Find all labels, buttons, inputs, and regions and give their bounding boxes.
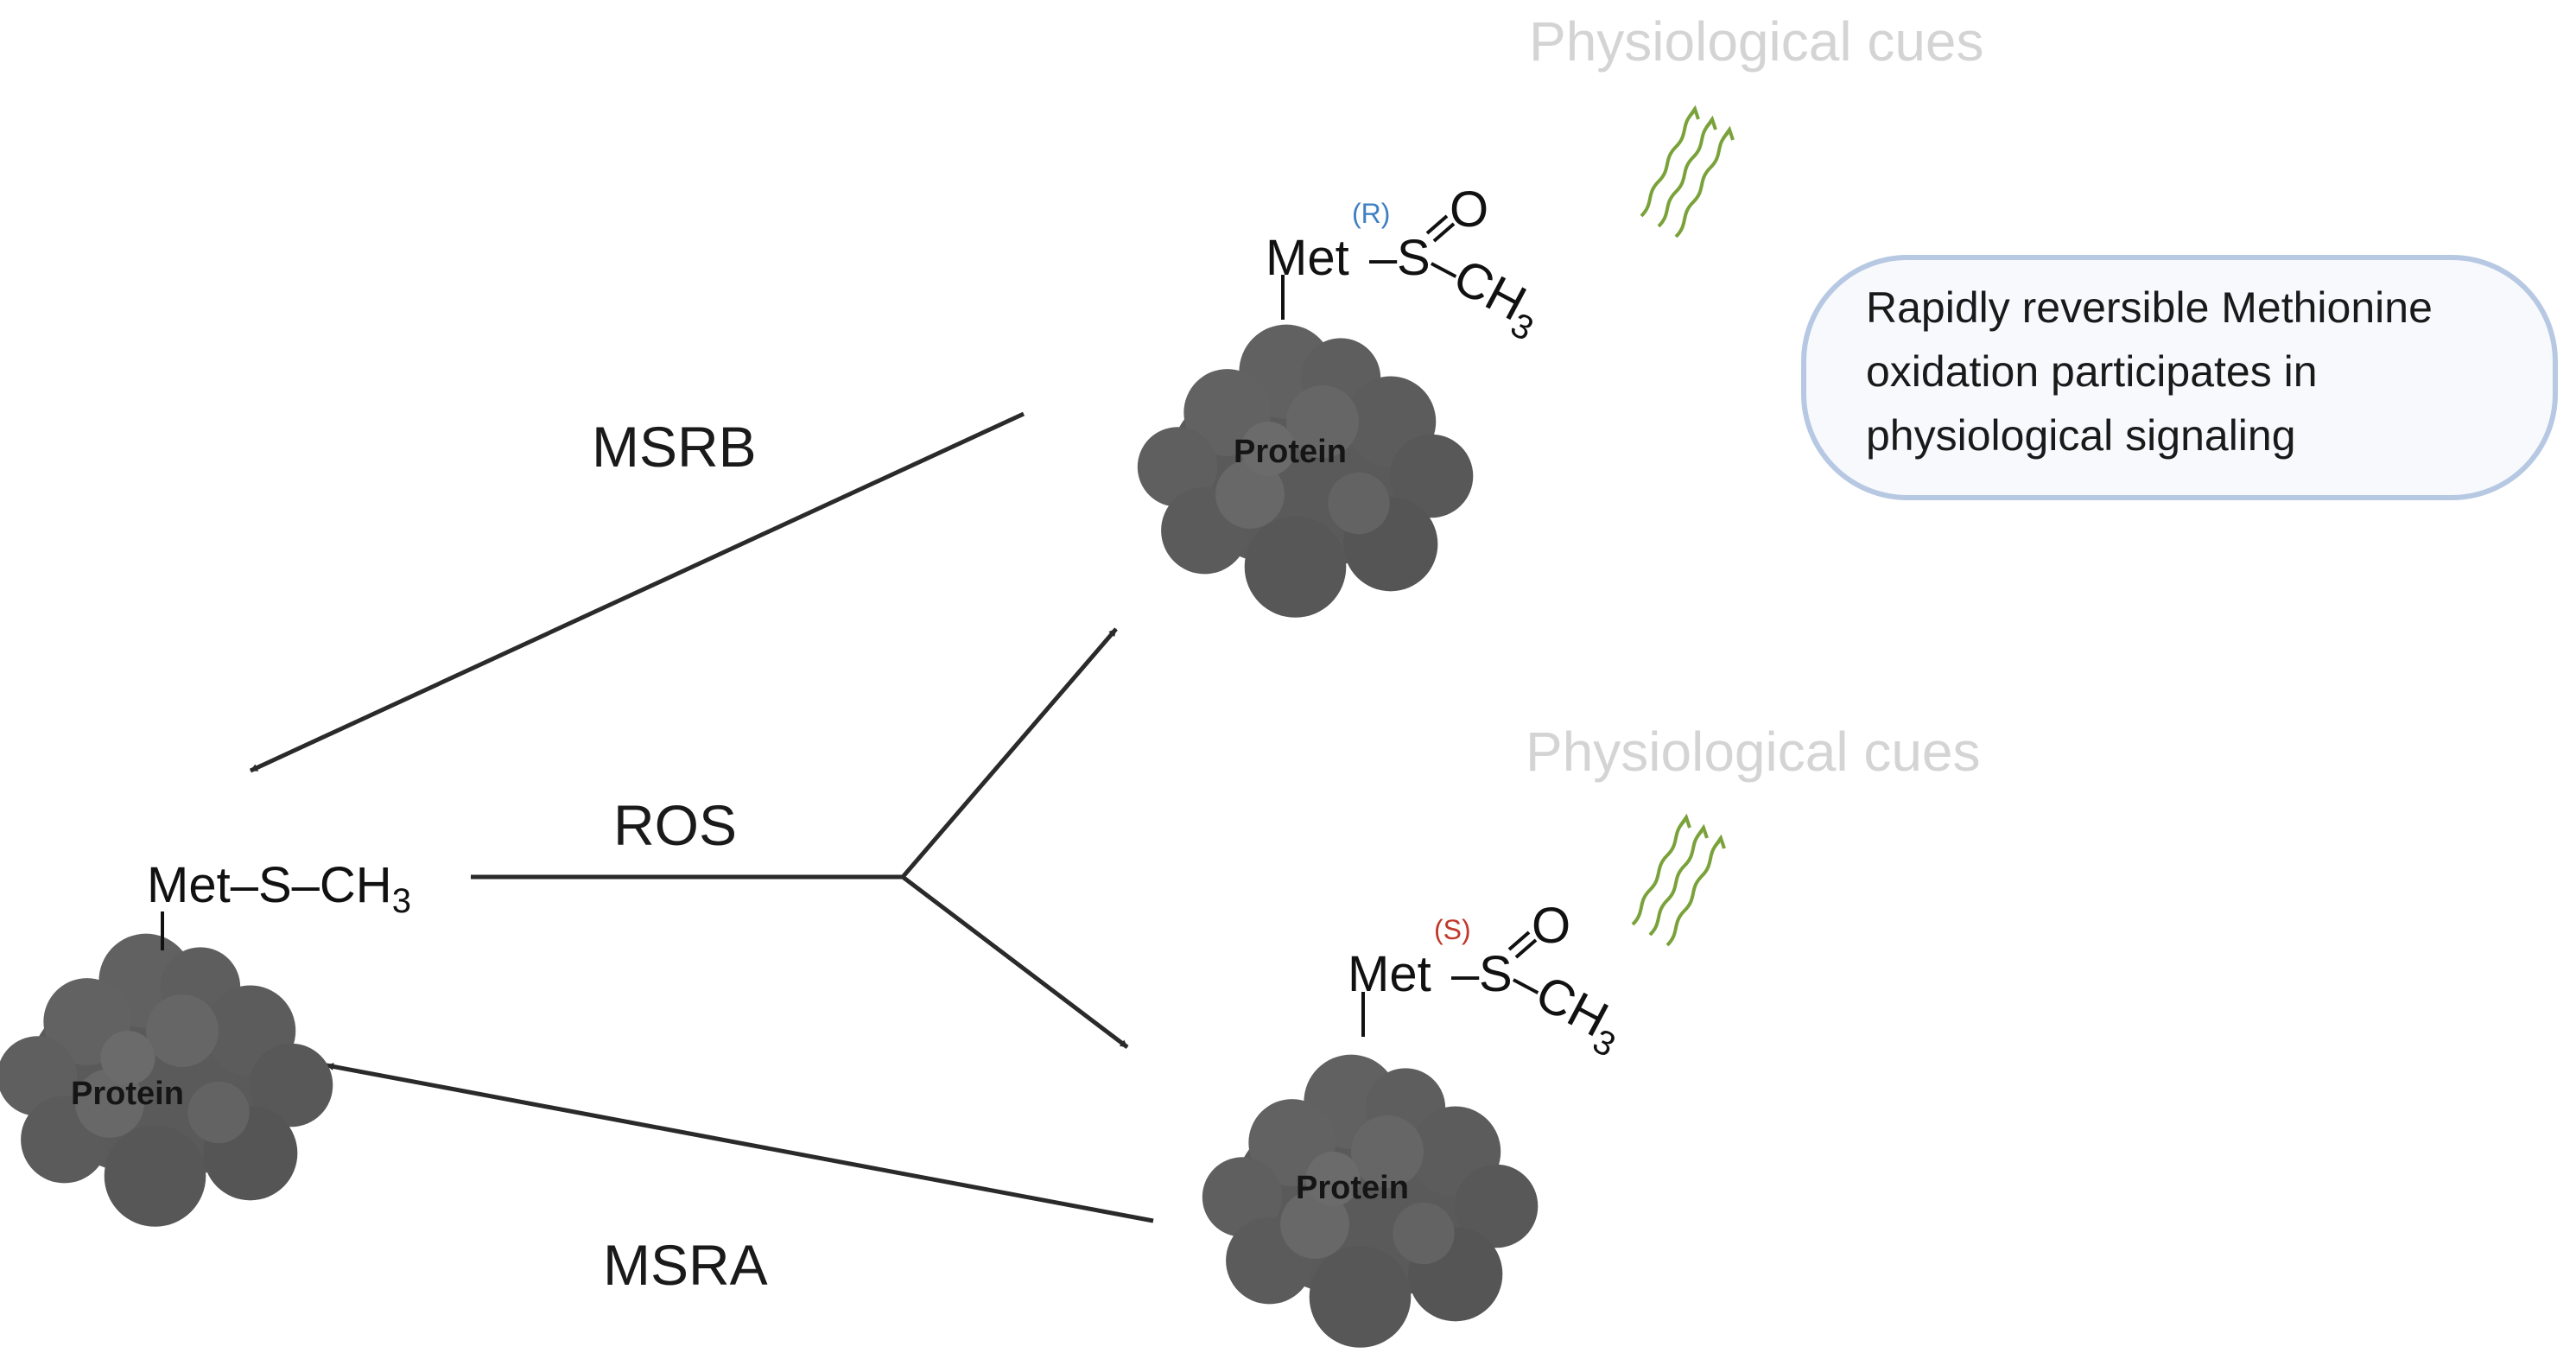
ros-label: ROS <box>613 793 737 857</box>
met-r-label: Met <box>1266 230 1349 286</box>
s-configuration-label: (S) <box>1434 914 1471 945</box>
msrb-label: MSRB <box>592 415 757 479</box>
reduced-methionine-protein: Met–S–CH3 Protein <box>0 857 411 1227</box>
r-double-bond-b <box>1432 222 1456 243</box>
msrb-arrow <box>249 411 1025 773</box>
reduced-met-formula: Met–S–CH3 <box>147 857 411 920</box>
met-s-label: Met <box>1348 946 1431 1002</box>
note-line-2: oxidation participates in <box>1866 347 2318 396</box>
note-line-1: Rapidly reversible Methionine <box>1866 283 2433 332</box>
signal-waves-bottom-icon <box>1631 813 1726 947</box>
protein-label-top: Protein <box>1234 434 1347 470</box>
met-s-sulfoxide-protein: Met – S (S) O –CH3 Protein <box>1202 898 1634 1348</box>
met-r-sulfur: S <box>1397 230 1431 286</box>
met-r-oxygen: O <box>1450 181 1488 238</box>
protein-blob-top <box>1137 324 1474 618</box>
met-r-sulfoxide-protein: Met – S (R) O –CH3 Protein <box>1137 181 1552 618</box>
met-r-methyl: –CH3 <box>1416 235 1551 348</box>
met-s-oxygen: O <box>1532 898 1570 954</box>
protein-label-bottom: Protein <box>1296 1170 1409 1206</box>
physiological-cues-bottom: Physiological cues <box>1526 721 1981 783</box>
met-s-dash: – <box>1451 946 1480 1002</box>
r-configuration-label: (R) <box>1352 198 1390 229</box>
s-double-bond-a <box>1507 931 1531 951</box>
protein-label-left: Protein <box>71 1076 184 1112</box>
s-double-bond-b <box>1514 938 1538 959</box>
ros-down-arrow <box>901 875 1129 1049</box>
signal-waves-top-icon <box>1640 105 1735 238</box>
physiological-cues-top: Physiological cues <box>1529 10 1984 73</box>
met-r-dash: – <box>1369 230 1398 286</box>
met-s-sulfur: S <box>1479 946 1513 1002</box>
r-double-bond-a <box>1425 214 1449 235</box>
note-line-3: physiological signaling <box>1866 411 2296 460</box>
ros-up-arrow <box>901 627 1118 879</box>
signaling-note-box: Rapidly reversible Methionine oxidation … <box>1801 255 2558 500</box>
msra-label: MSRA <box>603 1233 768 1297</box>
met-s-methyl: –CH3 <box>1498 951 1634 1064</box>
msra-arrow <box>326 1063 1154 1223</box>
